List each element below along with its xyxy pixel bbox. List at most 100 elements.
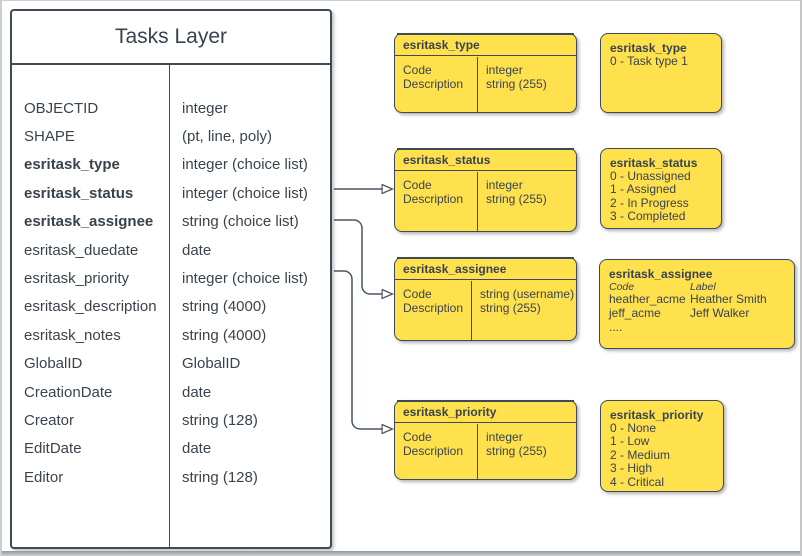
field-type: integer (choice list) xyxy=(182,184,308,202)
field-name: GlobalID xyxy=(24,355,83,373)
field-row: esritask_description string (4000) xyxy=(12,293,330,321)
code-type: integer xyxy=(486,430,523,444)
description-label: Description xyxy=(403,76,464,91)
field-name: esritask_duedate xyxy=(24,241,139,259)
assignee-label: Heather Smith xyxy=(690,292,767,306)
field-row: esritask_duedate date xyxy=(12,236,330,264)
code-type: integer xyxy=(486,178,523,192)
field-type: date xyxy=(182,383,212,401)
field-box-priority: esritask_priority Code Description integ… xyxy=(394,400,577,480)
domain-value: 2 - Medium xyxy=(610,447,671,462)
domain-value: 1 - Low xyxy=(610,434,650,449)
field-box-body: Code Description string (username) strin… xyxy=(395,281,576,340)
field-type: string (4000) xyxy=(182,298,267,316)
description-type: string (255) xyxy=(486,76,547,91)
field-row: esritask_priority integer (choice list) xyxy=(12,264,330,292)
description-type: string (255) xyxy=(486,443,547,458)
field-box-types: string (username) string (255) xyxy=(472,281,582,340)
field-name: SHAPE xyxy=(24,128,75,146)
field-row: esritask_notes string (4000) xyxy=(12,321,330,349)
assignee-label-header: Label xyxy=(690,281,716,293)
field-box-body: Code Description integer string (255) xyxy=(395,424,576,479)
domain-value: 1 - Assigned xyxy=(610,182,677,197)
field-box-title: esritask_status xyxy=(395,149,576,171)
domain-title: esritask_assignee xyxy=(609,267,713,281)
column-divider xyxy=(169,65,170,547)
assignee-row: jeff_acme Jeff Walker xyxy=(609,305,785,321)
assignee-code: heather_acme xyxy=(609,292,686,306)
description-label: Description xyxy=(403,300,464,315)
field-row: esritask_type integer (choice list) xyxy=(12,151,330,179)
domain-value: 0 - Task type 1 xyxy=(610,54,688,68)
domain-value: 4 - Critical xyxy=(610,474,665,489)
code-label: Code xyxy=(403,430,432,444)
field-box-type: esritask_type Code Description integer s… xyxy=(394,33,577,113)
code-type: string (username) xyxy=(480,287,575,301)
assignee-code: jeff_acme xyxy=(609,305,661,320)
domain-title: esritask_priority xyxy=(610,408,704,422)
field-type: date xyxy=(182,241,212,259)
field-type: integer (choice list) xyxy=(182,270,308,288)
tasks-layer-field-list: OBJECTID integer SHAPE (pt, line, poly) … xyxy=(12,65,330,491)
field-row: esritask_status integer (choice list) xyxy=(12,179,330,207)
field-box-title: esritask_assignee xyxy=(395,258,576,280)
domain-value: 0 - None xyxy=(610,421,657,435)
field-row: Editor string (128) xyxy=(12,463,330,491)
field-name: esritask_priority xyxy=(24,270,130,288)
field-name: esritask_description xyxy=(24,298,157,316)
description-label: Description xyxy=(403,191,464,206)
field-row: OBJECTID integer xyxy=(12,94,330,122)
description-type: string (255) xyxy=(486,191,547,206)
field-box-types: integer string (255) xyxy=(478,57,555,112)
domain-title: esritask_status xyxy=(610,156,698,170)
connector-assignee-arrow xyxy=(334,219,382,294)
domain-value-list: 0 - Task type 1 xyxy=(610,54,712,68)
field-name: OBJECTID xyxy=(24,99,99,117)
field-type: string (4000) xyxy=(182,326,267,344)
code-type: integer xyxy=(486,63,523,77)
field-row: GlobalID GlobalID xyxy=(12,350,330,378)
field-type: integer xyxy=(182,99,228,117)
field-type: string (128) xyxy=(182,468,258,486)
assignee-ellipsis: .... xyxy=(609,319,623,334)
field-name: esritask_status xyxy=(24,184,134,202)
field-box-status: esritask_status Code Description integer… xyxy=(394,148,577,232)
field-box-body: Code Description integer string (255) xyxy=(395,172,576,231)
assignee-code-header: Code xyxy=(609,281,635,293)
field-type: (pt, line, poly) xyxy=(182,128,273,146)
field-box-body: Code Description integer string (255) xyxy=(395,57,576,112)
field-box-keys: Code Description xyxy=(395,172,478,231)
assignee-column-headers: Code Label xyxy=(609,281,785,293)
code-label: Code xyxy=(403,178,432,192)
field-name: EditDate xyxy=(24,440,82,458)
field-name: Creator xyxy=(24,411,75,429)
field-box-title: esritask_priority xyxy=(395,401,576,423)
field-box-keys: Code Description xyxy=(395,424,478,479)
field-name: esritask_type xyxy=(24,156,120,174)
tasks-layer-title: Tasks Layer xyxy=(12,11,330,65)
assignee-row: heather_acme Heather Smith xyxy=(609,292,785,307)
domain-value: 2 - In Progress xyxy=(610,195,689,210)
field-row: EditDate date xyxy=(12,435,330,463)
field-type: string (choice list) xyxy=(182,213,299,231)
field-row: Creator string (128) xyxy=(12,406,330,434)
field-row: CreationDate date xyxy=(12,378,330,406)
field-name: esritask_assignee xyxy=(24,213,154,231)
field-box-keys: Code Description xyxy=(395,57,478,112)
domain-value: 3 - Completed xyxy=(610,209,686,224)
description-label: Description xyxy=(403,443,464,458)
field-name: CreationDate xyxy=(24,383,113,401)
code-label: Code xyxy=(403,287,432,301)
field-type: integer (choice list) xyxy=(182,156,308,174)
connector-priority-arrow xyxy=(334,270,382,429)
domain-box-assignee: esritask_assignee Code Label heather_acm… xyxy=(599,259,795,349)
domain-box-type: esritask_type 0 - Task type 1 xyxy=(600,33,722,113)
domain-value: 3 - High xyxy=(610,461,653,476)
field-row: esritask_assignee string (choice list) xyxy=(12,208,330,236)
field-type: string (128) xyxy=(182,411,258,429)
assignee-row-list: heather_acme Heather Smith jeff_acme Jef… xyxy=(609,292,785,321)
